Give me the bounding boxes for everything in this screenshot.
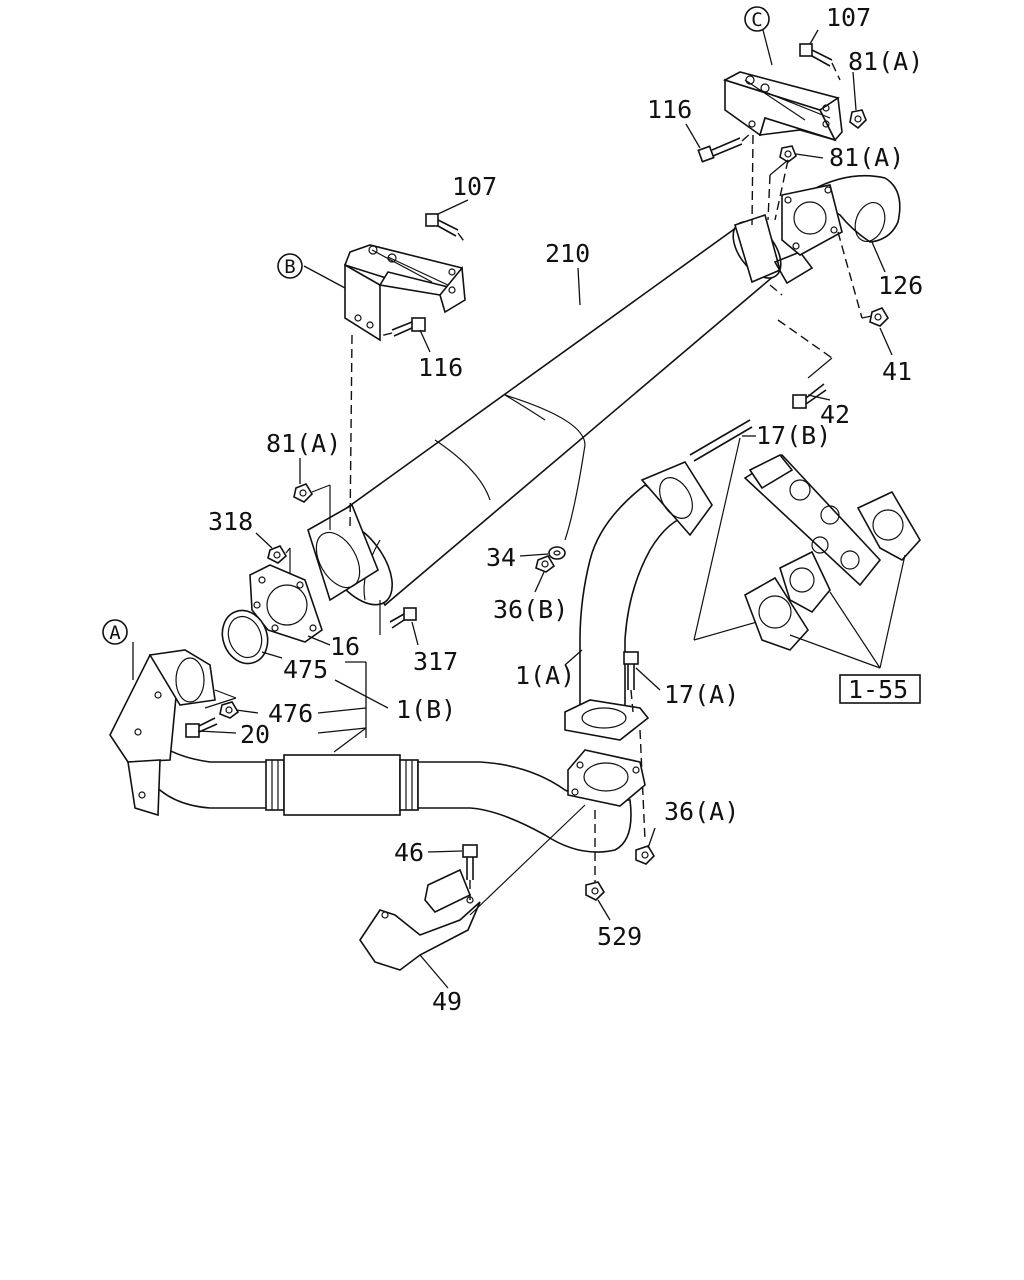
muffler-210 — [307, 213, 814, 607]
label-49[interactable]: 49 — [432, 987, 462, 1016]
flange-16 — [249, 564, 323, 643]
nut-41 — [869, 307, 890, 327]
callout-b[interactable]: B — [277, 253, 303, 279]
bracket-c — [722, 71, 843, 142]
label-475[interactable]: 475 — [283, 655, 328, 684]
bracket-a — [109, 649, 237, 817]
label-126[interactable]: 126 — [878, 271, 923, 300]
label-1a[interactable]: 1(A) — [515, 661, 575, 690]
part-labels: 107 81(A) 116 81(A) 126 41 42 210 107 11… — [208, 3, 923, 1016]
bolt-20 — [185, 717, 218, 738]
label-476[interactable]: 476 — [268, 699, 313, 728]
nut-81a-left — [293, 483, 331, 530]
exhaust-manifold — [743, 453, 921, 669]
alignment-line-b — [349, 334, 353, 531]
label-17b[interactable]: 17(B) — [756, 421, 831, 450]
tailpipe-126 — [781, 174, 901, 256]
heat-shield-49 — [359, 868, 481, 971]
svg-text:A: A — [109, 622, 121, 644]
alignment-lines-right — [751, 134, 873, 379]
label-36a[interactable]: 36(A) — [664, 797, 739, 826]
label-41[interactable]: 41 — [882, 357, 912, 386]
label-81a-top[interactable]: 81(A) — [848, 47, 923, 76]
label-318[interactable]: 318 — [208, 507, 253, 536]
nut-36b — [535, 555, 556, 573]
label-116-top[interactable]: 116 — [647, 95, 692, 124]
callout-a[interactable]: A — [102, 619, 128, 645]
label-1b[interactable]: 1(B) — [396, 695, 456, 724]
nut-81a-mid — [779, 145, 797, 163]
label-46[interactable]: 46 — [394, 838, 424, 867]
label-81a-left[interactable]: 81(A) — [266, 429, 341, 458]
bolt-17a — [623, 651, 646, 841]
label-529[interactable]: 529 — [597, 922, 642, 951]
leader-lines — [132, 29, 893, 989]
label-81a-mid[interactable]: 81(A) — [829, 143, 904, 172]
ref-box-1-55[interactable]: 1-55 — [839, 674, 921, 704]
bolt-107-b — [425, 213, 467, 245]
callout-c[interactable]: C — [744, 6, 770, 32]
bracket-b — [343, 244, 466, 342]
nut-81a-top — [849, 109, 867, 130]
bolt-107-top — [799, 43, 841, 81]
front-pipe-1b — [149, 743, 646, 853]
washer-34 — [548, 546, 566, 560]
label-36b[interactable]: 36(B) — [493, 595, 568, 624]
stud-17b — [689, 419, 793, 641]
label-317[interactable]: 317 — [413, 647, 458, 676]
label-1-55: 1-55 — [848, 675, 908, 704]
bolt-116-top — [697, 131, 753, 163]
label-17a[interactable]: 17(A) — [664, 680, 739, 709]
label-42[interactable]: 42 — [820, 400, 850, 429]
bolt-317 — [379, 600, 417, 635]
gasket-475 — [221, 609, 269, 665]
label-107-top[interactable]: 107 — [826, 3, 871, 32]
pipe-1a — [564, 461, 713, 741]
label-210[interactable]: 210 — [545, 239, 590, 268]
label-20[interactable]: 20 — [240, 720, 270, 749]
svg-text:B: B — [284, 256, 295, 278]
leader-shield-to-flange — [469, 804, 586, 916]
label-116-b[interactable]: 116 — [418, 353, 463, 382]
label-34[interactable]: 34 — [486, 543, 516, 572]
nut-529 — [585, 810, 606, 901]
bolt-116-b — [379, 317, 426, 337]
label-16[interactable]: 16 — [330, 632, 360, 661]
label-107-b[interactable]: 107 — [452, 172, 497, 201]
nut-36a — [635, 845, 656, 865]
nut-476 — [219, 701, 240, 719]
svg-text:C: C — [751, 9, 762, 31]
bolt-46 — [462, 844, 478, 900]
